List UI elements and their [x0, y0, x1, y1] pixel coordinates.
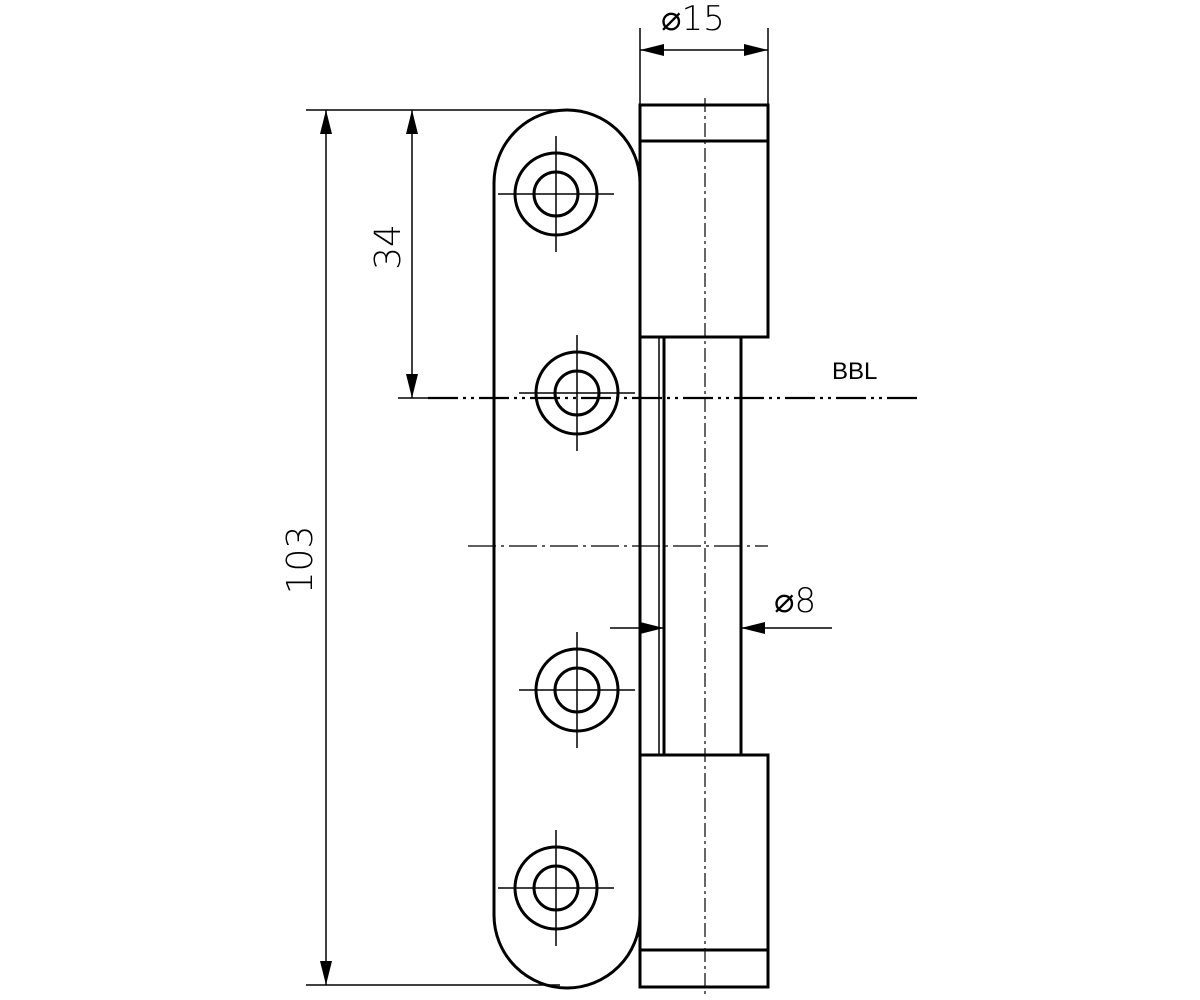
pin-diameter-dimension: ⌀8 [610, 581, 832, 634]
overall-length-dimension: 103 [280, 110, 560, 986]
screw-hole [519, 335, 635, 451]
lower-knuckle [638, 753, 770, 989]
hinge-leaf-plate [492, 108, 642, 990]
pin-diameter-label: ⌀8 [774, 581, 816, 621]
overall-length-label: 103 [280, 526, 321, 595]
knuckle-diameter-label: ⌀15 [661, 0, 725, 39]
knuckle-diameter-dimension: ⌀15 [639, 0, 769, 105]
reference-distance-dimension: 34 [306, 109, 560, 399]
upper-knuckle [638, 103, 770, 339]
screw-hole [519, 632, 635, 748]
reference-distance-label: 34 [368, 224, 409, 270]
bbl-label: BBL [832, 358, 877, 385]
screw-hole [498, 136, 614, 252]
screw-hole [498, 830, 614, 946]
